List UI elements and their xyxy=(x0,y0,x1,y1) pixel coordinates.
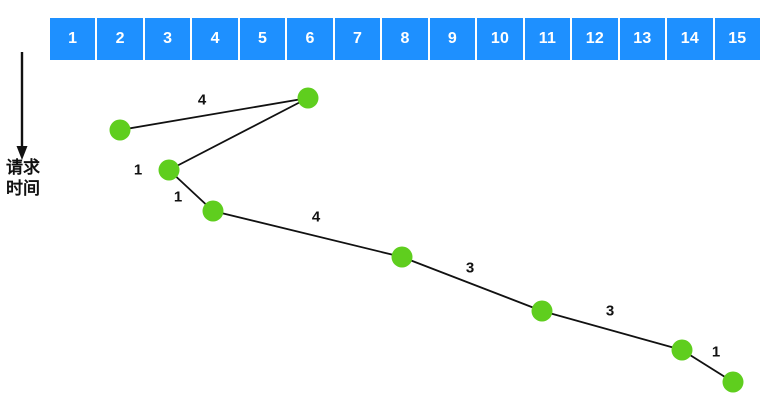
request-node[interactable] xyxy=(297,87,319,109)
seek-edge xyxy=(212,210,403,258)
track-cell[interactable]: 14 xyxy=(667,18,713,60)
track-cell[interactable]: 9 xyxy=(429,18,476,60)
edge-group xyxy=(119,97,734,383)
seek-weight-label: 1 xyxy=(133,161,143,179)
seek-edge xyxy=(168,97,309,171)
request-time-label-line1: 请求 xyxy=(6,158,40,178)
track-cell[interactable]: 3 xyxy=(144,18,191,60)
seek-weight-label: 1 xyxy=(173,188,183,206)
request-time-label: 请求 时间 xyxy=(6,158,62,201)
track-cell[interactable]: 6 xyxy=(287,18,333,60)
track-cell[interactable]: 10 xyxy=(477,18,523,60)
seek-edge xyxy=(541,310,683,351)
seek-edge xyxy=(401,256,543,312)
track-cell[interactable]: 12 xyxy=(572,18,618,60)
request-time-axis: 请求 时间 xyxy=(4,48,64,208)
track-cell[interactable]: 5 xyxy=(239,18,286,60)
track-cell[interactable]: 13 xyxy=(619,18,666,60)
track-cell[interactable]: 11 xyxy=(524,18,571,60)
track-cell[interactable]: 4 xyxy=(192,18,238,60)
track-cell[interactable]: 8 xyxy=(382,18,428,60)
seek-weight-label: 4 xyxy=(197,91,207,109)
seek-weight-label: 3 xyxy=(605,302,615,320)
request-node[interactable] xyxy=(531,300,553,322)
seek-weight-label: 3 xyxy=(465,259,475,277)
request-node[interactable] xyxy=(671,339,693,361)
request-node[interactable] xyxy=(722,371,744,393)
track-cell[interactable]: 15 xyxy=(714,18,761,60)
track-cell[interactable]: 7 xyxy=(334,18,381,60)
track-cell[interactable]: 1 xyxy=(50,18,96,60)
down-arrow-icon xyxy=(16,52,28,160)
seek-weight-label: 4 xyxy=(311,208,321,226)
request-node[interactable] xyxy=(391,246,413,268)
request-node[interactable] xyxy=(202,200,224,222)
track-cell[interactable]: 2 xyxy=(97,18,143,60)
request-node[interactable] xyxy=(158,159,180,181)
request-time-label-line2: 时间 xyxy=(6,179,40,200)
request-node[interactable] xyxy=(109,119,131,141)
node-group xyxy=(109,87,744,393)
seek-weight-label: 1 xyxy=(711,343,721,361)
seek-edge xyxy=(119,97,309,131)
